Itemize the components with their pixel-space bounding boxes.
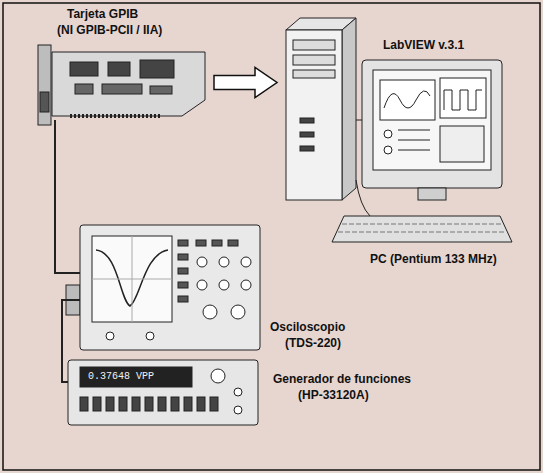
card-bracket (38, 45, 51, 125)
monitor-cable (356, 120, 362, 121)
key-row (338, 232, 506, 233)
screen-window (380, 80, 435, 120)
button (132, 397, 140, 411)
device-label: Osciloscopio (270, 320, 345, 334)
button (228, 240, 238, 246)
monitor-screen (373, 70, 491, 170)
button (178, 282, 188, 288)
function-generator: Generador de funciones(HP-33120A) (68, 360, 258, 425)
gpib-card-illustration (38, 45, 205, 125)
display-reading: 0.37648 VPP (88, 371, 154, 383)
device-label: LabVIEW v.3.1 (383, 38, 464, 52)
pc-illustration (286, 18, 512, 242)
oscilloscope-illustration (66, 225, 260, 350)
key-row (342, 224, 502, 225)
chip (140, 60, 174, 78)
generator-body (68, 360, 258, 425)
drive-bay (293, 55, 335, 65)
chip (108, 62, 130, 76)
button (158, 397, 166, 411)
probe-input (106, 332, 114, 340)
monitor (362, 60, 502, 188)
card-connector (40, 92, 49, 112)
screen-knob (384, 130, 392, 138)
button (300, 132, 314, 137)
button (178, 268, 188, 274)
output-connector (234, 406, 242, 414)
button (212, 240, 222, 246)
drive-bay (293, 40, 335, 50)
button (210, 397, 218, 411)
output-connector (234, 388, 242, 396)
generator-display (80, 367, 192, 387)
graticule (132, 236, 133, 322)
chip (102, 84, 142, 94)
button (178, 254, 188, 260)
button (80, 397, 88, 411)
scope-screen (92, 236, 172, 322)
button (300, 146, 314, 151)
button (106, 397, 114, 411)
button (93, 397, 101, 411)
monitor-stand (418, 188, 446, 200)
generator-illustration (68, 360, 258, 425)
knob (241, 257, 251, 267)
cable (62, 300, 80, 382)
button (184, 397, 192, 411)
knob (197, 280, 207, 290)
device-model: (TDS-220) (285, 336, 341, 350)
button (119, 397, 127, 411)
scope-body (80, 225, 260, 350)
keyboard-cable (356, 180, 370, 216)
button (197, 397, 205, 411)
cable (55, 120, 80, 273)
screen-wave (384, 91, 430, 108)
screen-knob (384, 146, 392, 154)
chip (75, 84, 93, 94)
chip (70, 62, 98, 76)
pc-station: LabVIEW v.3.1PC (Pentium 133 MHz) (280, 15, 510, 247)
tower-side (342, 18, 356, 200)
button (300, 118, 314, 123)
probe-input (146, 332, 154, 340)
button (171, 397, 179, 411)
screen-slider (398, 140, 430, 141)
knob (211, 369, 225, 383)
screen-panel (440, 126, 484, 162)
button (196, 240, 206, 246)
frame (3, 3, 540, 470)
knob (197, 257, 207, 267)
button (178, 296, 188, 302)
screen-slider (398, 150, 430, 151)
tower-front (286, 30, 342, 200)
square-wave (444, 90, 482, 110)
screen-slider (398, 130, 430, 131)
oscilloscope: Osciloscopio(TDS-220) (80, 225, 260, 350)
keyboard (332, 216, 512, 242)
knob (203, 305, 217, 319)
device-label: Generador de funciones (273, 372, 411, 386)
screen-window (440, 78, 486, 118)
button-row (80, 397, 218, 411)
transfer-arrow (214, 68, 277, 98)
button (145, 397, 153, 411)
knob (241, 280, 251, 290)
device-label: Tarjeta GPIB (67, 7, 138, 21)
device-model: (HP-33120A) (298, 388, 369, 402)
knob (231, 305, 245, 319)
gpib-card: Tarjeta GPIB(NI GPIB-PCII / IIA) (35, 45, 210, 120)
knob (219, 280, 229, 290)
device-model: (NI GPIB-PCII / IIA) (57, 23, 162, 37)
chip (150, 86, 172, 94)
edge-contacts (70, 114, 160, 118)
card-board (52, 52, 205, 116)
drive-bay (293, 70, 335, 78)
knob (219, 257, 229, 267)
button (178, 240, 188, 246)
device-model: PC (Pentium 133 MHz) (370, 252, 497, 266)
